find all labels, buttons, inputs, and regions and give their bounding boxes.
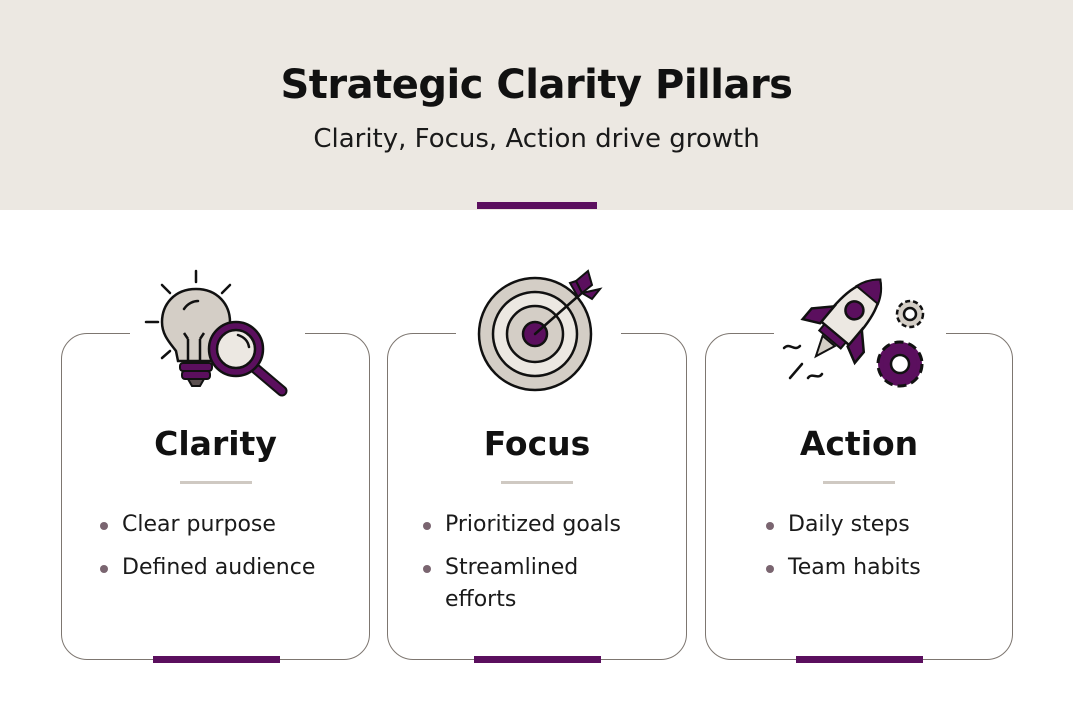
pillar-list: Prioritized goals Streamlined efforts — [423, 509, 623, 627]
list-item: Prioritized goals — [423, 509, 623, 541]
pillar-card-action: Action Daily steps Team habits — [705, 331, 1013, 663]
list-item: Streamlined efforts — [423, 552, 613, 616]
card-accent-bar — [796, 656, 923, 663]
list-item: Team habits — [766, 552, 921, 584]
header-band: Strategic Clarity Pillars Clarity, Focus… — [0, 0, 1073, 210]
pillar-card-clarity: Clarity Clear purpose Defined audience — [61, 331, 370, 663]
list-item: Daily steps — [766, 509, 921, 541]
target-arrow-icon — [477, 269, 603, 392]
pillar-list: Daily steps Team habits — [766, 509, 921, 595]
card-accent-bar — [153, 656, 280, 663]
header-accent-bar — [477, 202, 597, 209]
title-divider — [501, 481, 573, 484]
page-title: Strategic Clarity Pillars — [280, 62, 793, 108]
card-accent-bar — [474, 656, 601, 663]
rocket-gears-icon — [782, 278, 925, 388]
pillar-title: Clarity — [154, 424, 277, 463]
list-item: Defined audience — [100, 552, 315, 584]
pillar-list: Clear purpose Defined audience — [100, 509, 315, 595]
pillar-title: Focus — [483, 424, 591, 463]
title-divider — [179, 481, 252, 484]
lightbulb-magnifier-icon — [144, 269, 288, 397]
pillar-title: Action — [799, 424, 919, 463]
title-divider — [823, 481, 895, 484]
page-subtitle: Clarity, Focus, Action drive growth — [313, 124, 760, 154]
list-item: Clear purpose — [100, 509, 315, 541]
